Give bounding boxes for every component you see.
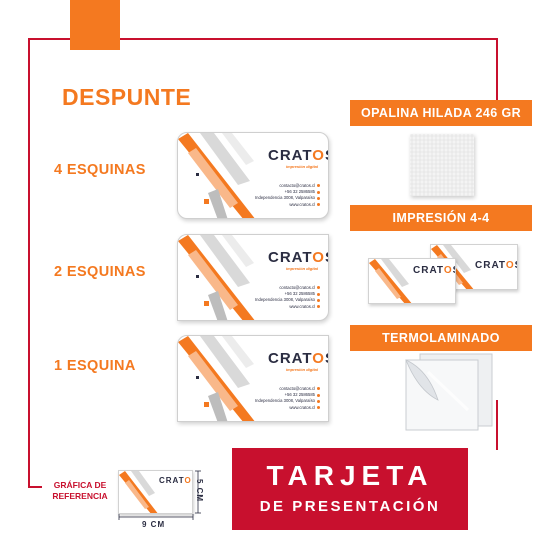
- business-card-4-corners: CRATOS impresión digital contacto@cratos…: [177, 132, 329, 219]
- width-dimension-line: [118, 514, 194, 520]
- brand-tagline: impresión digital: [286, 266, 319, 271]
- frame-right-line-lower: [496, 400, 498, 450]
- frame-top-line: [28, 38, 498, 40]
- frame-right-line: [496, 38, 498, 118]
- brand-logo: CRATOS: [159, 476, 192, 485]
- brand-logo: CRATOS: [268, 249, 328, 266]
- feature-lamination-label: TERMOLAMINADO: [350, 325, 532, 351]
- reference-width-dimension: 9 CM: [142, 520, 166, 529]
- brand-logo: CRATOS: [413, 265, 455, 276]
- card-contact-block: contacto@cratos.cl +56 32 2586585 Indepe…: [255, 386, 320, 411]
- laminate-sheet-icon: [405, 353, 493, 431]
- page-heading: DESPUNTE: [62, 84, 192, 110]
- row-label-4-corners: 4 ESQUINAS: [54, 162, 146, 178]
- frame-left-line: [28, 38, 30, 488]
- card-stripes-graphic: [178, 133, 255, 218]
- print-sample-card-back: CRATOS: [368, 258, 456, 304]
- brand-logo: CRATOS: [268, 350, 328, 367]
- feature-paper-label: OPALINA HILADA 246 GR: [350, 100, 532, 126]
- brand-tagline: impresión digital: [286, 367, 319, 372]
- row-label-1-corner: 1 ESQUINA: [54, 358, 136, 374]
- reference-card: CRATOS: [118, 470, 193, 514]
- card-stripes-graphic: [178, 235, 255, 320]
- brand-logo: CRATOS: [475, 260, 517, 271]
- feature-print-label: IMPRESIÓN 4-4: [350, 205, 532, 231]
- business-card-1-corner: CRATOS impresión digital contacto@cratos…: [177, 335, 329, 422]
- card-contact-block: contacto@cratos.cl +56 32 2586585 Indepe…: [255, 285, 320, 310]
- brand-logo: CRATOS: [268, 147, 328, 164]
- card-stripes-graphic: [119, 471, 158, 513]
- banner-subtitle: DE PRESENTACIÓN: [259, 498, 441, 515]
- paper-texture-swatch: [410, 134, 474, 196]
- brand-tagline: impresión digital: [286, 164, 319, 169]
- card-stripes-graphic: [369, 259, 412, 303]
- row-label-2-corners: 2 ESQUINAS: [54, 264, 146, 280]
- business-card-2-corners: CRATOS impresión digital contacto@cratos…: [177, 234, 329, 321]
- title-banner: TARJETA DE PRESENTACIÓN: [232, 448, 468, 530]
- card-contact-block: contacto@cratos.cl +56 32 2586585 Indepe…: [255, 183, 320, 208]
- banner-title: TARJETA: [266, 460, 434, 491]
- paper-texture-icon: [410, 134, 474, 196]
- frame-bottom-line: [28, 486, 42, 488]
- orange-accent-square: [70, 0, 120, 50]
- reference-label: GRÁFICA DE REFERENCIA: [52, 480, 108, 501]
- height-dimension-line: [195, 470, 201, 514]
- card-stripes-graphic: [178, 336, 255, 421]
